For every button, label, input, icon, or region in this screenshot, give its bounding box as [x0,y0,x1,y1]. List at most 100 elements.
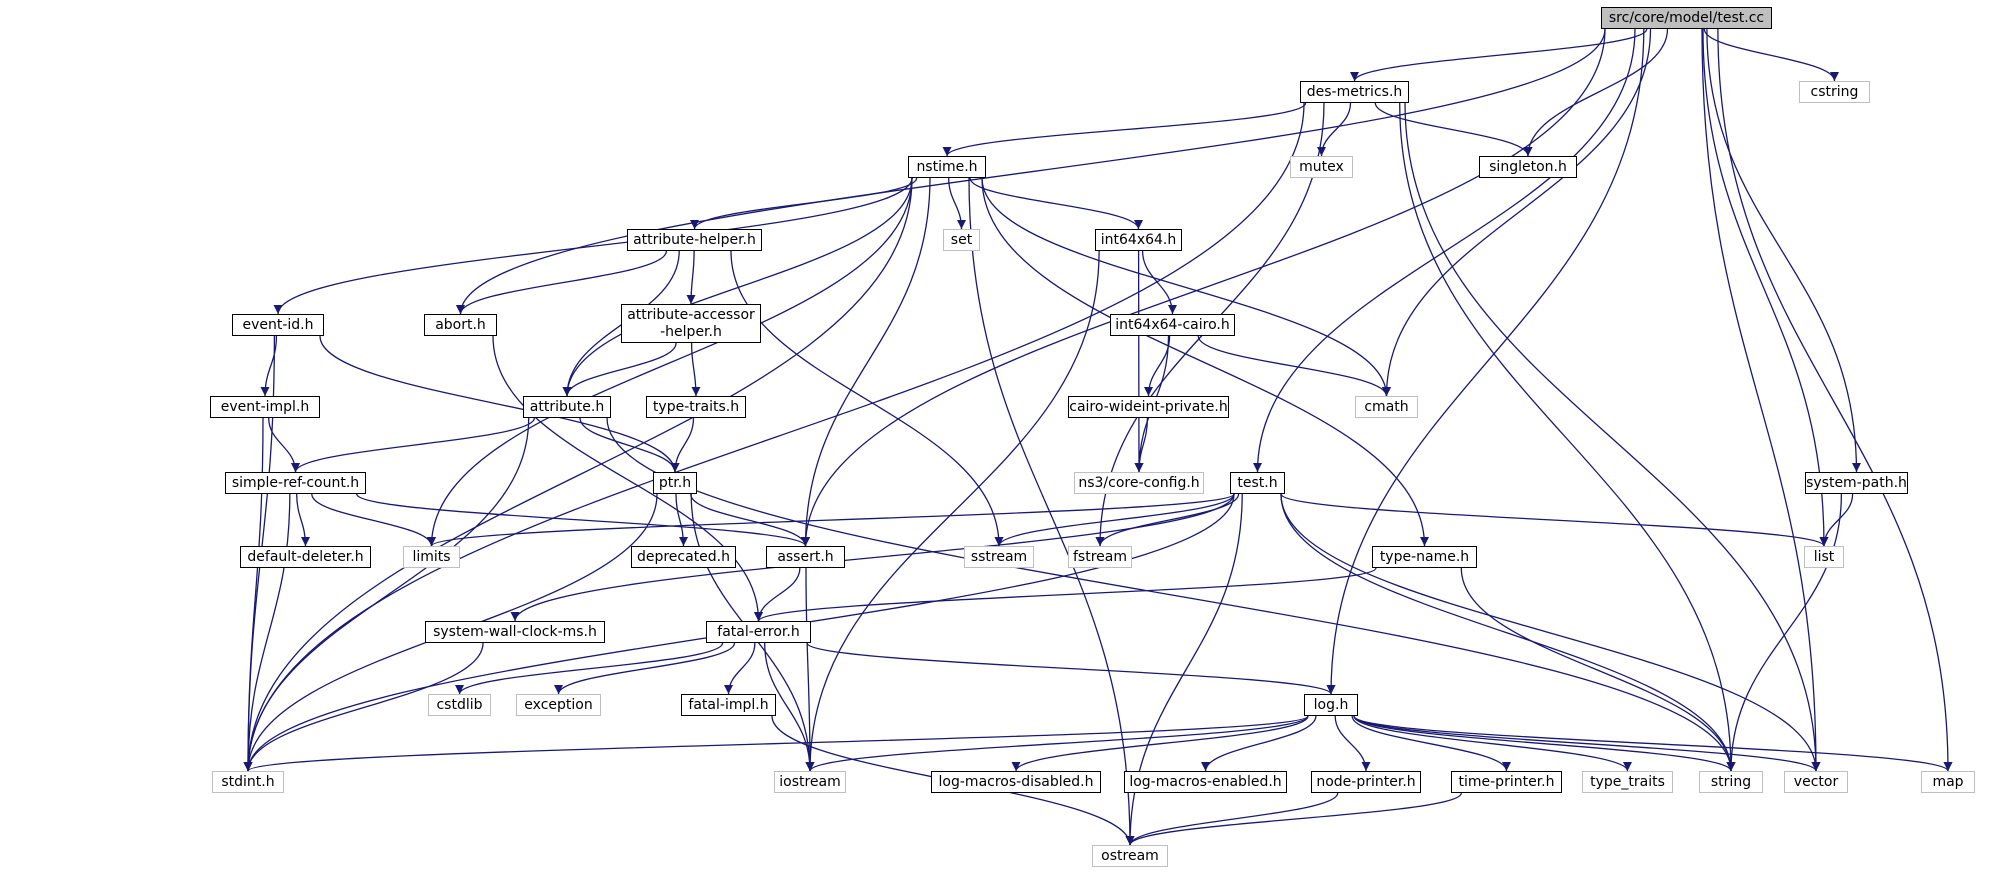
edge-nstime-to-attribute [562,177,913,397]
edge-cairo-wideint-to-core-config [1134,417,1149,473]
edge-des-metrics-to-nstime [942,102,1307,157]
node-singleton-h[interactable]: singleton.h [1479,156,1577,178]
node-int64x64-h[interactable]: int64x64.h [1095,229,1182,251]
edge-system-path-to-list [1819,493,1854,547]
edge-int64x64-to-iostream [805,250,1100,772]
node-string: string [1699,771,1763,793]
edge-test-cc-to-assert [801,28,1606,547]
edge-test-cc-to-test-h [1253,28,1636,473]
edge-event-id-to-ptr [319,335,680,473]
node-iostream: iostream [774,771,846,793]
edge-log-to-node-printer [1334,715,1371,772]
edge-assert-to-iostream [805,567,815,772]
edge-simple-ref-count-to-default-deleter [296,493,310,547]
edge-ptr-to-assert [690,493,810,547]
node-node-printer-h[interactable]: node-printer.h [1311,771,1421,793]
edge-log-to-string [1353,715,1736,772]
node-type-name-h[interactable]: type-name.h [1372,546,1477,568]
edge-log-to-stdint [243,715,1309,772]
edge-simple-ref-count-to-limits [311,493,436,547]
edge-nstime-to-set [948,177,966,230]
edge-type-name-to-string [1460,567,1736,772]
edge-nstime-to-cmath [981,177,1391,397]
edge-node-printer-to-ostream [1125,792,1339,846]
edge-test-cc-to-system-path [1706,28,1861,473]
edge-log-to-iostream [805,715,1309,772]
node-deprecated-h[interactable]: deprecated.h [631,546,736,568]
node-nstime-h[interactable]: nstime.h [908,156,986,178]
edge-nstime-to-type-name [981,177,1429,547]
node-sstream: sstream [964,546,1034,568]
node-list: list [1804,546,1844,568]
node-test-h[interactable]: test.h [1230,472,1285,494]
edge-test-h-to-string [1280,493,1736,772]
node-ptr-h[interactable]: ptr.h [653,472,697,494]
node-attribute-accessor-helper-h[interactable]: attribute-accessor -helper.h [621,304,761,343]
node-event-impl-h[interactable]: event-impl.h [210,396,320,418]
edge-ptr-to-deprecated [675,493,688,547]
edge-time-printer-to-ostream [1125,792,1462,846]
edge-test-h-to-sstream [994,493,1235,547]
node-des-metrics-h[interactable]: des-metrics.h [1300,81,1409,103]
edge-nstime-to-limits [427,177,913,547]
edge-log-to-log-macros-enabled [1201,715,1317,772]
edge-attribute-to-simple-ref-count [291,417,536,473]
edge-fatal-error-to-fatal-impl [724,642,756,695]
node-fatal-impl-h[interactable]: fatal-impl.h [681,694,776,716]
edge-fatal-error-to-exception [554,642,736,695]
edge-test-h-to-list [1280,493,1829,547]
node-system-wall-clock-ms-h[interactable]: system-wall-clock-ms.h [425,621,605,643]
edge-attribute-helper-to-sstream [730,250,1004,547]
node-attribute-helper-h[interactable]: attribute-helper.h [627,229,762,251]
edge-assert-to-fatal-error [754,567,801,622]
node-attribute-h[interactable]: attribute.h [523,396,611,418]
edge-des-metrics-to-mutex [1317,102,1352,157]
node-test-cc[interactable]: src/core/model/test.cc [1601,7,1772,29]
node-fatal-error-h[interactable]: fatal-error.h [706,621,811,643]
node-stdint-h: stdint.h [212,771,284,793]
edge-attribute-helper-to-abort [456,250,668,315]
node-type-traits: type_traits [1582,771,1673,793]
edge-nstime-to-int64x64 [969,177,1143,230]
node-log-macros-disabled-h[interactable]: log-macros-disabled.h [931,771,1101,793]
edge-type-name-to-fatal-error [754,567,1377,622]
node-log-macros-enabled-h[interactable]: log-macros-enabled.h [1124,771,1287,793]
node-cmath: cmath [1355,396,1418,418]
node-mutex: mutex [1290,156,1353,178]
node-type-traits-h[interactable]: type-traits.h [646,396,746,418]
edge-int64x64-cairo-to-cmath [1197,335,1391,397]
edge-event-id-to-event-impl [260,335,278,397]
edge-test-cc-to-singleton [1523,28,1669,157]
node-cstring: cstring [1799,81,1870,103]
edge-log-to-log-macros-disabled [1011,715,1309,772]
edge-des-metrics-to-stdint [243,102,1305,772]
node-ostream: ostream [1092,845,1168,867]
node-cstdlib: cstdlib [428,694,491,716]
node-map: map [1921,771,1975,793]
node-abort-h[interactable]: abort.h [424,314,497,336]
edge-attribute-to-ptr [579,417,680,473]
edge-fatal-error-to-iostream [764,642,815,772]
edge-log-to-map [1353,715,1953,772]
node-system-path-h[interactable]: system-path.h [1805,472,1908,494]
node-int64x64-cairo-h[interactable]: int64x64-cairo.h [1110,314,1235,336]
edge-nstime-to-stdint [243,177,913,772]
node-time-printer-h[interactable]: time-printer.h [1451,771,1562,793]
edge-log-to-time-printer [1351,715,1511,772]
edge-nstime-to-assert [801,177,931,547]
edge-abort-to-fatal-error [492,335,763,622]
edge-attribute-accessor-helper-to-attribute [562,342,677,397]
node-assert-h[interactable]: assert.h [766,546,845,568]
node-simple-ref-count-h[interactable]: simple-ref-count.h [225,472,366,494]
node-default-deleter-h[interactable]: default-deleter.h [240,546,371,568]
node-event-id-h[interactable]: event-id.h [232,314,324,336]
edge-test-h-to-system-wall-clock [510,493,1235,622]
node-fstream: fstream [1068,546,1132,568]
edge-test-cc-to-map [1717,28,1953,772]
node-cairo-wideint-private-h[interactable]: cairo-wideint-private.h [1068,396,1229,418]
edge-attribute-to-stdint [243,417,530,772]
node-log-h[interactable]: log.h [1304,694,1358,716]
edge-des-metrics-to-string [1399,102,1736,772]
node-exception: exception [516,694,601,716]
edge-attribute-accessor-helper-to-type-traits-h [690,342,701,397]
